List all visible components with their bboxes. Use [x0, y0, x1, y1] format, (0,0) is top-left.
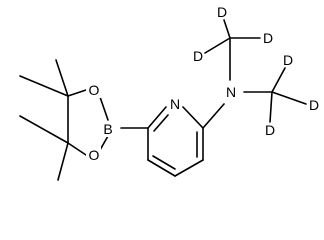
bond-cd3b-d4 — [271, 67, 286, 93]
bond-cd3a-d1 — [223, 19, 231, 39]
bond-boron-otop — [99, 96, 109, 121]
bond-c6-n1 — [147, 106, 167, 129]
bond-c2-namine — [202, 103, 225, 129]
bond-cd3a-d3 — [204, 37, 231, 54]
bond-ctop-methyl-up — [55, 59, 69, 97]
bond-c4-c5-double — [152, 155, 176, 170]
bond-ctop-methyl-left — [19, 75, 69, 97]
bond-cd3b-d5 — [271, 91, 307, 105]
bond-otop-ctop — [67, 89, 87, 97]
bond-obottom-cbottom — [67, 142, 87, 156]
bond-cbottom-methyl-left — [19, 115, 69, 144]
amine-nitrogen-label: N — [226, 84, 236, 100]
deuterium-label-3: D — [193, 48, 203, 64]
boron-label: B — [103, 121, 112, 137]
deuterium-label-2: D — [263, 30, 273, 46]
bond-c3-c4 — [174, 159, 204, 177]
deuterium-label-6: D — [265, 122, 275, 138]
bond-c4-c5 — [147, 159, 176, 177]
deuterium-label-4: D — [283, 52, 293, 68]
bond-c6-n1-double — [153, 114, 169, 132]
oxygen-top-label: O — [89, 82, 100, 98]
oxygen-bottom-label: O — [89, 147, 100, 163]
atom-labels: N N B O O D D D D D D — [86, 4, 319, 163]
bond-n1-c2 — [182, 106, 204, 129]
bond-boron-obottom — [99, 135, 109, 151]
bond-cbottom-methyl-down — [57, 142, 69, 181]
bonds — [19, 19, 307, 181]
bond-cd3b-d6 — [269, 91, 273, 123]
deuterium-label-5: D — [309, 97, 319, 113]
deuterium-label-1: D — [217, 4, 227, 20]
ring-nitrogen-label: N — [170, 96, 180, 112]
molecule-structure: N N B O O D D D D D D — [19, 4, 319, 181]
